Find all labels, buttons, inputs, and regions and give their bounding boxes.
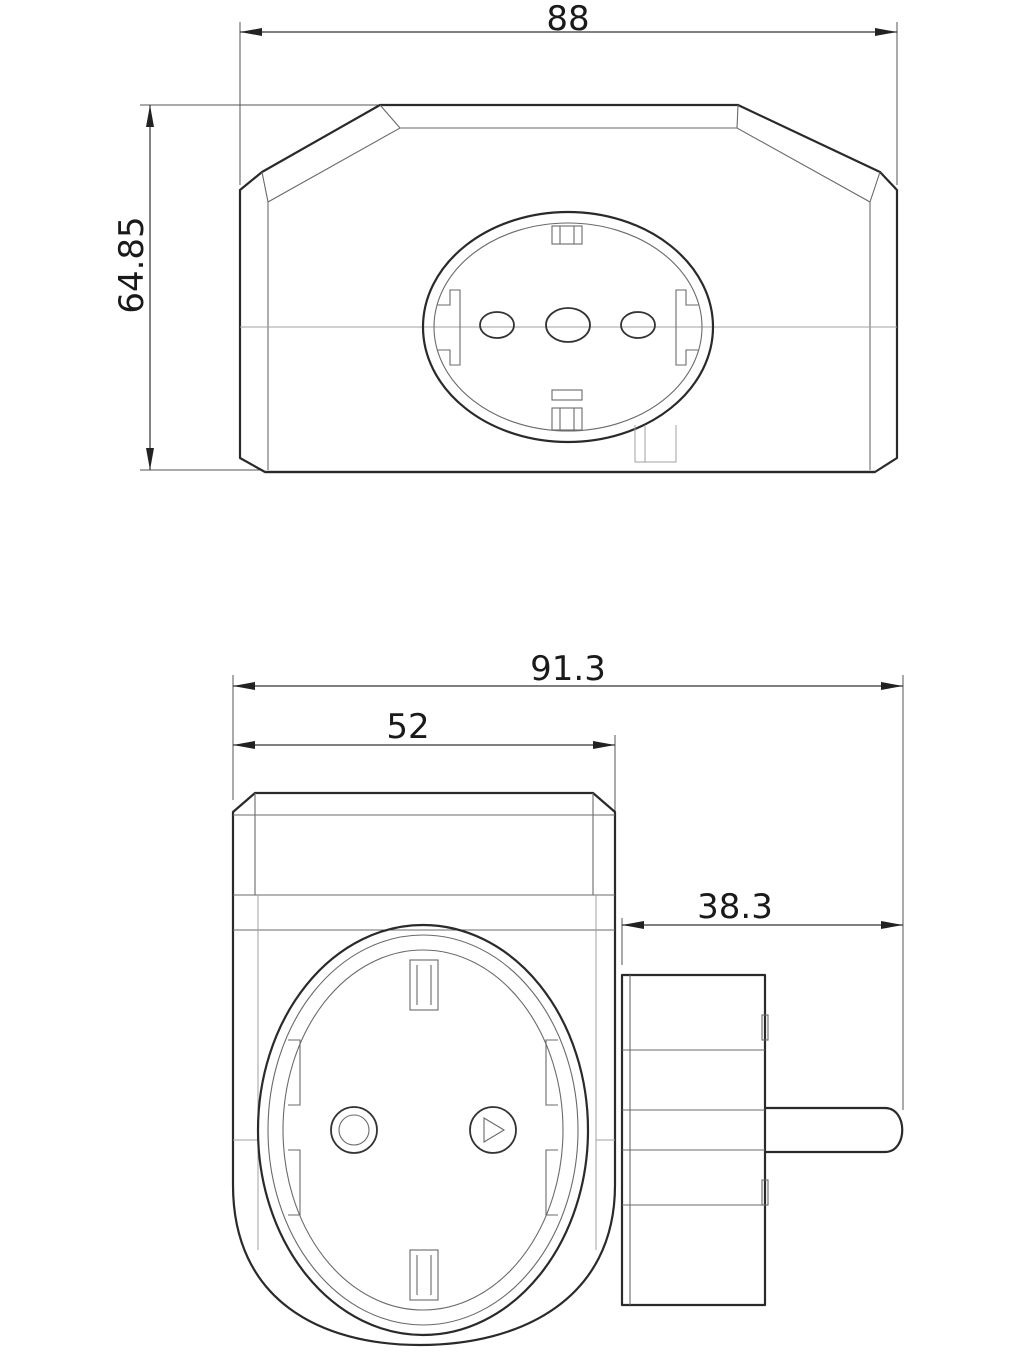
dimension-plug-38-3: 38.3 bbox=[621, 887, 903, 965]
top-socket bbox=[421, 210, 715, 463]
body-width-label: 52 bbox=[386, 707, 429, 747]
front-housing bbox=[231, 791, 617, 1347]
top-housing bbox=[238, 103, 899, 474]
pin-hole-right bbox=[469, 1106, 517, 1154]
plug-pin bbox=[765, 1106, 904, 1154]
height-label: 64.85 bbox=[112, 216, 152, 313]
plug-body bbox=[620, 973, 904, 1307]
plug-depth-label: 38.3 bbox=[697, 887, 773, 927]
dimension-height-64-85: 64.85 bbox=[112, 104, 380, 471]
width-label: 88 bbox=[546, 0, 589, 39]
front-view: 91.3 52 38.3 bbox=[231, 649, 904, 1347]
top-view: 88 64.85 bbox=[112, 0, 899, 474]
pin-hole-left bbox=[479, 311, 515, 339]
pin-hole-right bbox=[620, 311, 656, 339]
pin-hole-left bbox=[330, 1106, 378, 1154]
total-width-label: 91.3 bbox=[530, 649, 606, 689]
front-socket bbox=[256, 923, 590, 1337]
center-hole bbox=[545, 307, 591, 343]
dimension-body-52: 52 bbox=[233, 707, 616, 930]
dimension-width-88: 88 bbox=[239, 0, 898, 185]
dimension-total-91-3: 91.3 bbox=[232, 649, 904, 1110]
